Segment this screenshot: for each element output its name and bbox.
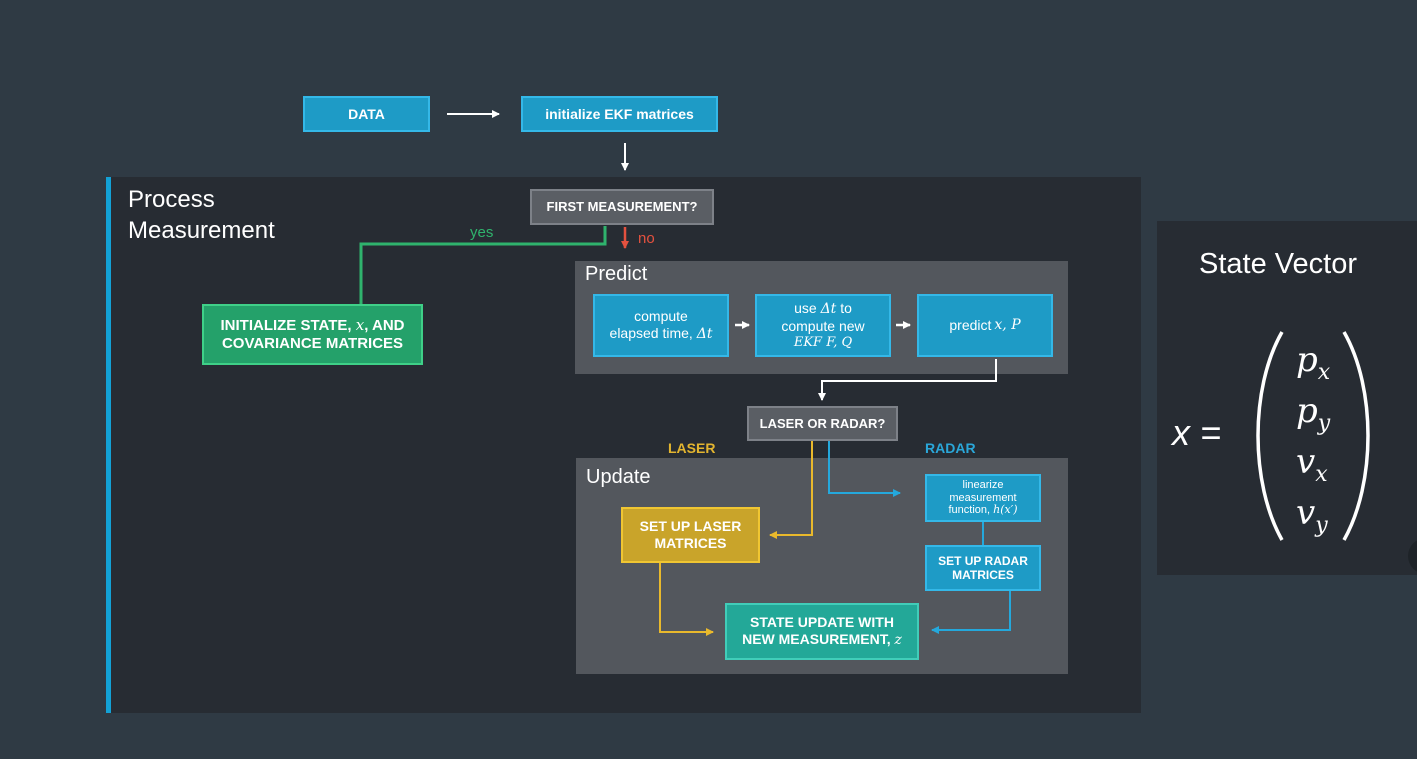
compute-new-line1: use Δt to — [794, 300, 852, 318]
update-title: Update — [586, 466, 651, 488]
initialize-state-line2: COVARIANCE MATRICES — [221, 335, 404, 352]
state-vector-parentheses — [1256, 331, 1370, 541]
arrow-radar — [828, 441, 901, 497]
compute-elapsed-time-box[interactable]: compute elapsed time, Δt — [593, 294, 729, 357]
initialize-state-box[interactable]: INITIALIZE STATE, x, AND COVARIANCE MATR… — [202, 304, 423, 365]
first-measurement-label: FIRST MEASUREMENT? — [546, 199, 698, 215]
predict-x-p-box[interactable]: predict x, P — [917, 294, 1053, 357]
arrow-laser-to-update — [659, 562, 714, 636]
data-box[interactable]: DATA — [303, 96, 430, 132]
component-px: px — [1296, 340, 1331, 385]
linearize-line3-text: function, — [948, 504, 994, 517]
initialize-ekf-box[interactable]: initialize EKF matrices — [521, 96, 718, 132]
state-vector-lhs: x = — [1172, 412, 1222, 453]
arrow-radar-to-update — [931, 591, 1011, 634]
initialize-text-a: INITIALIZE STATE, — [220, 317, 356, 334]
compute-new-ekf-box[interactable]: use Δt to compute new EKF F, Q — [755, 294, 891, 357]
state-update-var: z — [894, 632, 902, 648]
right-paren — [1342, 331, 1370, 541]
yes-label: yes — [470, 224, 494, 241]
linearize-function-box[interactable]: linearize measurement function, h(x′) — [925, 474, 1041, 522]
state-vector-components: px py vx vy — [1296, 340, 1356, 544]
arrow-predict-to-router — [818, 359, 997, 401]
linearize-var: h(x′) — [993, 503, 1018, 517]
laser-label: LASER — [668, 440, 716, 456]
process-measurement-title: Process Measurement — [128, 186, 275, 244]
no-label: no — [638, 230, 655, 247]
radar-matrices-label: SET UP RADAR MATRICES — [938, 553, 1028, 582]
set-up-laser-matrices-box[interactable]: SET UP LASER MATRICES — [621, 507, 760, 563]
edge-circle[interactable] — [1408, 538, 1417, 574]
elapsed-var: Δt — [696, 326, 713, 342]
compute-new-line3: EKF F, Q — [793, 335, 853, 350]
state-update-line2-text: NEW MEASUREMENT, — [742, 631, 895, 647]
laser-matrices-label: SET UP LASER MATRICES — [639, 518, 742, 551]
set-up-radar-matrices-box[interactable]: SET UP RADAR MATRICES — [925, 545, 1041, 591]
elapsed-line1: compute — [634, 308, 688, 325]
first-measurement-box[interactable]: FIRST MEASUREMENT? — [530, 189, 714, 225]
component-vx: vx — [1296, 442, 1328, 487]
linearize-line1: linearize — [962, 479, 1004, 492]
state-vector-panel — [1157, 221, 1417, 575]
laser-or-radar-label: LASER OR RADAR? — [759, 415, 886, 431]
arrow-laser — [769, 441, 813, 539]
predict-var: x, P — [994, 317, 1021, 334]
laser-or-radar-box[interactable]: LASER OR RADAR? — [747, 406, 898, 441]
predict-text: predict — [949, 317, 992, 334]
arrow-yes — [359, 226, 607, 304]
component-py: py — [1296, 391, 1331, 436]
initialize-ekf-label: initialize EKF matrices — [545, 105, 694, 122]
compute-new-line2: compute new — [781, 318, 865, 335]
initialize-state-line1: INITIALIZE STATE, x, AND — [220, 316, 404, 335]
elapsed-line2-text: elapsed time, — [609, 325, 697, 341]
elapsed-line2: elapsed time, Δt — [610, 325, 713, 343]
data-label: DATA — [348, 105, 385, 122]
component-vy: vy — [1296, 493, 1328, 538]
left-paren — [1256, 331, 1284, 541]
initialize-var: x — [355, 316, 365, 334]
radar-label: RADAR — [925, 440, 976, 456]
compute-new-var: Δt — [820, 301, 837, 318]
state-update-box[interactable]: STATE UPDATE WITH NEW MEASUREMENT, z — [725, 603, 919, 660]
state-update-line1: STATE UPDATE WITH — [750, 614, 894, 631]
state-vector-title: State Vector — [1199, 248, 1357, 280]
state-update-line2: NEW MEASUREMENT, z — [742, 631, 902, 649]
predict-title: Predict — [585, 263, 648, 285]
initialize-text-b: , AND — [364, 317, 405, 334]
linearize-line2: measurement — [949, 491, 1017, 504]
linearize-line3: function, h(x′) — [948, 503, 1018, 517]
compute-new-b: to — [836, 300, 852, 317]
compute-new-a: use — [794, 300, 821, 317]
